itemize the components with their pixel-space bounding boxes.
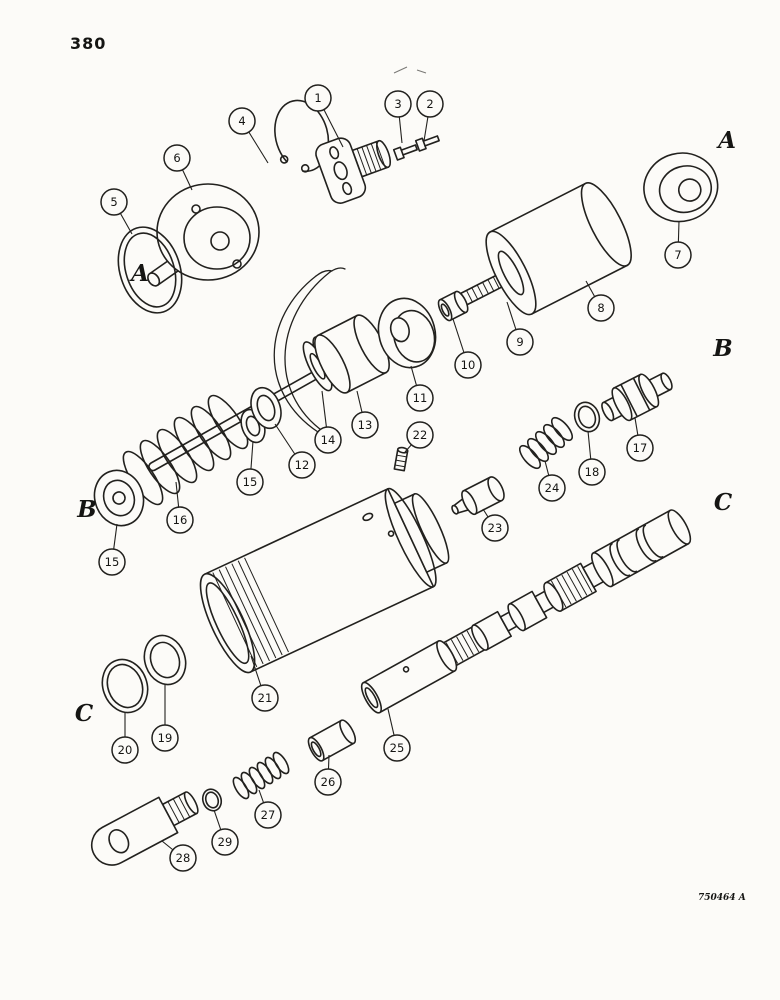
section-letters-layer: A A B B C C [75, 127, 736, 727]
callout-29: 29 [211, 809, 239, 856]
callout-20: 20 [111, 713, 139, 764]
part-7-cap-drawing [643, 152, 719, 223]
svg-text:3: 3 [394, 97, 401, 111]
svg-text:27: 27 [261, 808, 276, 822]
callout-13: 13 [351, 390, 379, 439]
svg-text:1: 1 [314, 91, 321, 105]
callout-25: 25 [383, 708, 411, 762]
part-12-ring-drawing [250, 386, 282, 430]
svg-text:7: 7 [674, 248, 681, 262]
part-26-sleeve-drawing [307, 719, 357, 762]
section-letter-c: C [714, 489, 733, 516]
part-3-screw-drawing [392, 144, 418, 161]
part-10-bushing-drawing [437, 290, 469, 322]
svg-text:28: 28 [176, 851, 191, 865]
section-letter-a: A [129, 260, 149, 287]
scan-artifact-mark [393, 66, 427, 74]
svg-text:5: 5 [110, 195, 117, 209]
callout-5: 5 [100, 188, 133, 235]
callout-15: 15 [98, 523, 126, 576]
svg-text:12: 12 [295, 458, 310, 472]
part-28-clevis-drawing [90, 791, 199, 866]
callout-8: 8 [585, 280, 615, 322]
callout-11: 11 [406, 365, 434, 412]
svg-text:18: 18 [585, 465, 600, 479]
svg-text:16: 16 [173, 513, 188, 527]
svg-text:21: 21 [258, 691, 273, 705]
svg-text:14: 14 [321, 433, 336, 447]
figure-reference-number: 750464 A [698, 893, 746, 903]
svg-text:17: 17 [633, 441, 648, 455]
section-letter-a: A [716, 127, 736, 154]
callout-3: 3 [384, 90, 412, 144]
callout-16: 16 [166, 481, 194, 534]
part-22-screw-drawing [393, 446, 409, 472]
callout-6: 6 [163, 144, 193, 191]
svg-text:25: 25 [390, 741, 405, 755]
svg-text:19: 19 [158, 731, 173, 745]
svg-text:8: 8 [597, 301, 604, 315]
callout-14: 14 [314, 390, 342, 454]
svg-text:11: 11 [413, 391, 428, 405]
svg-text:6: 6 [173, 151, 180, 165]
part-15-retainer-lower-drawing [93, 469, 145, 527]
svg-text:9: 9 [516, 335, 523, 349]
part-13-body-drawing [273, 267, 390, 437]
callout-2: 2 [416, 90, 444, 142]
page-number: 380 [70, 34, 107, 53]
callout-18: 18 [578, 430, 606, 486]
callout-4: 4 [228, 107, 269, 164]
part-23-plug-drawing [451, 476, 505, 516]
callout-22: 22 [404, 421, 434, 453]
svg-text:20: 20 [118, 743, 133, 757]
svg-text:26: 26 [321, 775, 336, 789]
section-letter-b: B [712, 335, 732, 362]
callout-17: 17 [626, 417, 654, 462]
part-6-cap-drawing [147, 183, 260, 287]
part-17-fitting-drawing [601, 372, 673, 422]
part-29-oring-drawing [201, 788, 223, 812]
callout-26: 26 [314, 754, 342, 796]
part-24-spring-drawing [518, 416, 574, 470]
svg-text:23: 23 [488, 521, 503, 535]
part-8-canister-drawing [485, 182, 632, 316]
callout-15: 15 [236, 440, 264, 496]
callout-12: 12 [274, 423, 316, 479]
callout-7: 7 [664, 220, 692, 269]
svg-text:24: 24 [545, 481, 560, 495]
part-20-oring-drawing [101, 658, 149, 714]
callout-1: 1 [304, 84, 344, 148]
callout-21: 21 [250, 655, 279, 712]
callout-10: 10 [452, 318, 482, 379]
part-19-backup-ring-drawing [143, 634, 187, 686]
part-5-seal-ring-drawing [117, 226, 183, 314]
svg-text:13: 13 [358, 418, 373, 432]
part-11-disc-drawing [377, 297, 437, 369]
part-18-oring-drawing [573, 401, 601, 433]
part-25-spool-drawing [360, 509, 692, 714]
callout-28: 28 [161, 840, 197, 872]
callout-27: 27 [254, 789, 282, 829]
part-27-spring-drawing [232, 751, 290, 800]
svg-text:2: 2 [426, 97, 433, 111]
part-1-adapter-drawing [315, 137, 392, 204]
callout-19: 19 [151, 685, 179, 752]
svg-text:29: 29 [218, 835, 233, 849]
section-letter-c: C [75, 700, 94, 727]
callout-23: 23 [481, 508, 509, 542]
callout-9: 9 [506, 301, 534, 356]
svg-text:22: 22 [413, 428, 428, 442]
part-21-valve-body-drawing [199, 487, 450, 674]
svg-text:4: 4 [238, 114, 245, 128]
section-letter-b: B [76, 496, 96, 523]
svg-text:15: 15 [105, 555, 120, 569]
part-2-screw-drawing [414, 135, 440, 152]
callout-24: 24 [538, 460, 566, 502]
svg-text:15: 15 [243, 475, 258, 489]
svg-text:10: 10 [461, 358, 476, 372]
